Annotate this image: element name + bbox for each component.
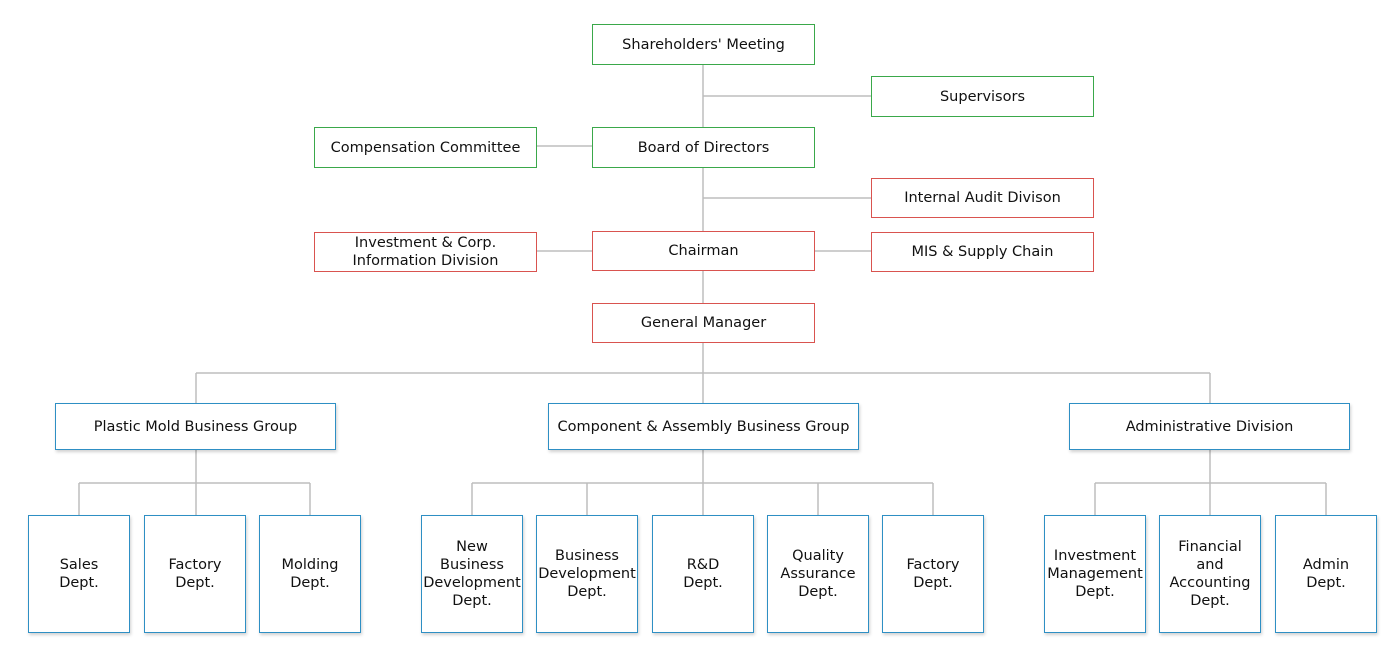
node-label: Factory Dept. — [168, 557, 222, 591]
node-label: Investment & Corp. Information Division — [352, 235, 499, 269]
node-label: Board of Directors — [637, 139, 770, 156]
node-label: Business Development Dept. — [538, 548, 636, 600]
node-label: Plastic Mold Business Group — [93, 418, 298, 435]
node-label: Compensation Committee — [330, 139, 521, 156]
node-shareholders-meeting: Shareholders' Meeting — [592, 24, 815, 65]
node-label: Financial and Accounting Dept. — [1169, 539, 1251, 609]
node-new-business-dev-dept: New Business Development Dept. — [421, 515, 523, 633]
node-rd-dept: R&D Dept. — [652, 515, 754, 633]
node-financial-accounting-dept: Financial and Accounting Dept. — [1159, 515, 1261, 633]
node-label: Administrative Division — [1125, 418, 1294, 435]
node-admin-dept: Admin Dept. — [1275, 515, 1377, 633]
node-label: New Business Development Dept. — [423, 539, 521, 609]
node-label: Factory Dept. — [906, 557, 960, 591]
node-administrative-division: Administrative Division — [1069, 403, 1350, 450]
node-label: Molding Dept. — [281, 557, 339, 591]
node-component-assembly-group: Component & Assembly Business Group — [548, 403, 859, 450]
node-chairman: Chairman — [592, 231, 815, 271]
node-label: Internal Audit Divison — [904, 190, 1061, 206]
node-label: R&D Dept. — [683, 557, 723, 591]
node-factory-dept-component: Factory Dept. — [882, 515, 984, 633]
node-quality-assurance-dept: Quality Assurance Dept. — [767, 515, 869, 633]
node-compensation-committee: Compensation Committee — [314, 127, 537, 168]
node-general-manager: General Manager — [592, 303, 815, 343]
node-label: Supervisors — [939, 88, 1026, 105]
node-label: Sales Dept. — [59, 557, 99, 591]
node-label: Shareholders' Meeting — [622, 36, 785, 53]
node-factory-dept-plastic: Factory Dept. — [144, 515, 246, 633]
node-internal-audit: Internal Audit Divison — [871, 178, 1094, 218]
node-supervisors: Supervisors — [871, 76, 1094, 117]
node-board-of-directors: Board of Directors — [592, 127, 815, 168]
node-label: Component & Assembly Business Group — [557, 418, 850, 435]
node-investment-management-dept: Investment Management Dept. — [1044, 515, 1146, 633]
node-plastic-mold-group: Plastic Mold Business Group — [55, 403, 336, 450]
node-sales-dept: Sales Dept. — [28, 515, 130, 633]
node-label: Chairman — [668, 243, 739, 259]
node-label: General Manager — [640, 315, 767, 331]
node-label: Quality Assurance Dept. — [780, 548, 856, 600]
node-mis-supply-chain: MIS & Supply Chain — [871, 232, 1094, 272]
node-label: Investment Management Dept. — [1047, 548, 1143, 600]
node-label: MIS & Supply Chain — [911, 244, 1054, 260]
node-business-dev-dept: Business Development Dept. — [536, 515, 638, 633]
node-molding-dept: Molding Dept. — [259, 515, 361, 633]
node-investment-corp-info: Investment & Corp. Information Division — [314, 232, 537, 272]
node-label: Admin Dept. — [1302, 557, 1350, 591]
